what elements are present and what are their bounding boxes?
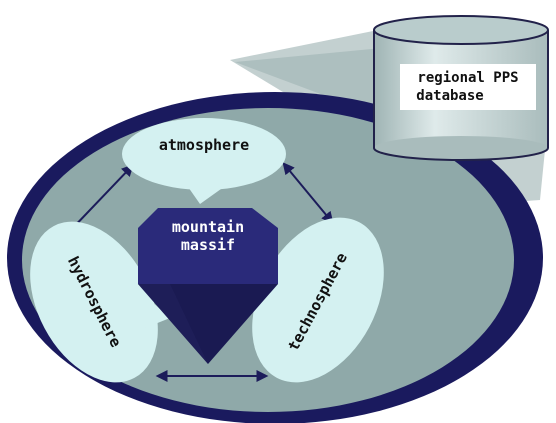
- database-label-box: [400, 64, 536, 110]
- database-cylinder: regional PPS database: [373, 15, 549, 161]
- arrow-atmosphere-technosphere: [282, 162, 334, 224]
- zoom-cone-inner: [235, 48, 470, 150]
- mountain-label-line1: mountain: [172, 218, 244, 236]
- mountain-massif: mountain massif: [138, 208, 278, 364]
- arrow-atmosphere-hydrosphere: [66, 164, 134, 235]
- atmosphere-bubble: atmosphere: [122, 118, 286, 204]
- technosphere-bubble: technosphere: [252, 217, 384, 383]
- mountain-label-line2: massif: [181, 236, 235, 254]
- database-label-line1: regional PPS: [417, 70, 518, 86]
- database-label-line2: database: [416, 88, 483, 104]
- atmosphere-label: atmosphere: [159, 136, 249, 154]
- hydrosphere-bubble: hydrosphere: [30, 221, 170, 383]
